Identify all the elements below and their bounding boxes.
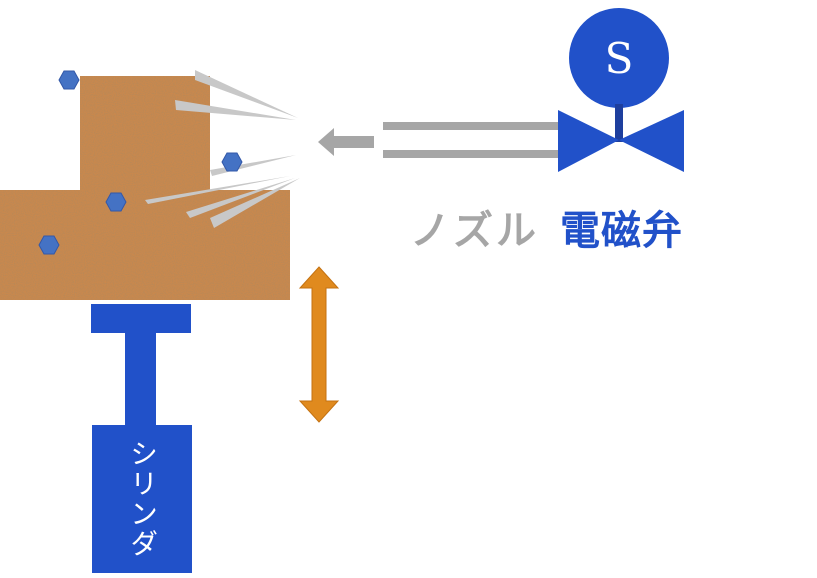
butterfly-valve-icon-right	[619, 110, 684, 172]
particles	[38, 70, 243, 255]
valve-stem	[615, 104, 623, 142]
nozzle-pipe-top	[383, 122, 560, 130]
cylinder-plate	[91, 304, 191, 333]
spray-line	[186, 178, 295, 218]
nozzle-label: ノズル	[410, 208, 539, 254]
cylinder-body	[92, 425, 192, 573]
spray-line	[210, 155, 296, 176]
nozzle-pipe-bottom	[383, 150, 560, 158]
butterfly-valve-icon	[558, 110, 619, 172]
spray-lines	[145, 70, 300, 228]
solenoid-circle-icon	[569, 8, 669, 108]
workpiece-texture	[0, 76, 290, 300]
workpiece	[0, 76, 290, 300]
cylinder	[91, 304, 192, 573]
vertical-double-arrow-icon	[298, 266, 340, 423]
spray-line	[175, 100, 296, 120]
solenoid-label: S	[604, 33, 634, 83]
particle	[38, 235, 60, 255]
particle	[221, 152, 243, 172]
cylinder-label: シリンダ	[126, 439, 159, 559]
valve-label: 電磁弁	[560, 208, 683, 254]
cylinder-rod	[125, 333, 156, 425]
spray-line	[195, 70, 298, 118]
spray-line	[210, 178, 300, 228]
spray-line	[145, 176, 290, 204]
left-arrow-icon	[318, 128, 374, 156]
solenoid-valve	[558, 8, 684, 172]
particle	[58, 70, 80, 90]
nozzle	[383, 122, 560, 158]
particle	[105, 192, 127, 212]
